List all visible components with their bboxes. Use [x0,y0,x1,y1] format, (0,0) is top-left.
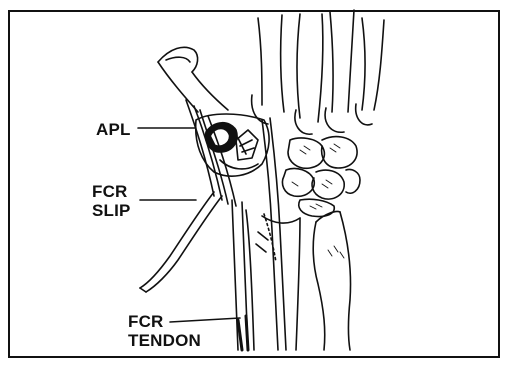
radial-tendons [256,118,286,350]
apl-label-text: APL [96,120,131,139]
carpal-bones [282,137,360,217]
fcr-tendon-label: FCR TENDON [128,312,201,350]
fcr-slip-label-line2: SLIP [92,201,131,220]
fcr-tendon [232,200,248,350]
fcr-tendon-label-line2: TENDON [128,331,201,350]
metacarpal-bones [252,10,384,134]
forearm-bones [246,210,351,350]
fcr-slip-label-line1: FCR [92,182,131,201]
fcr-slip [140,192,222,292]
fcr-slip-label: FCR SLIP [92,182,131,220]
apl-label: APL [96,120,131,139]
thumb-metacarpal [158,47,228,112]
fcr-tendon-label-line1: FCR [128,312,201,331]
